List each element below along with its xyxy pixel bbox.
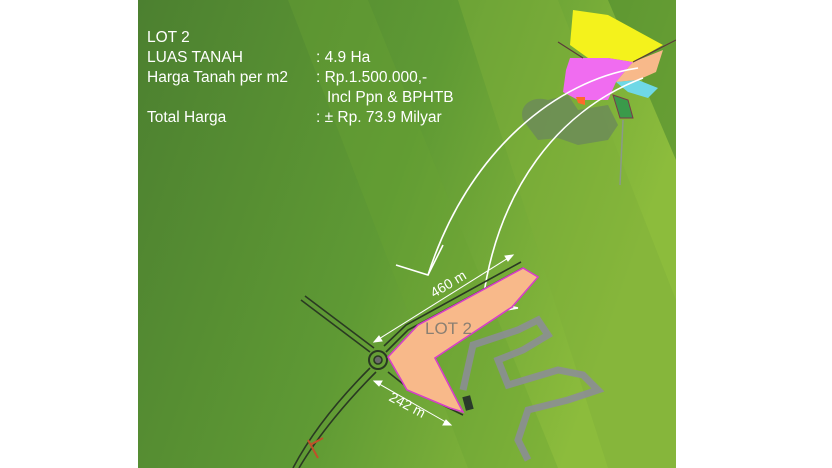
lot-title: LOT 2 (147, 29, 190, 46)
total-price-label: Total Harga (147, 109, 227, 126)
lot-label: LOT 2 (425, 319, 472, 338)
light-ray (458, 0, 676, 468)
land-area-value: : 4.9 Ha (316, 49, 371, 66)
total-price-value: : ± Rp. 73.9 Milyar (316, 109, 442, 126)
site-map: LOT 2 460 m 242 m (138, 0, 676, 468)
lot-info: LOT 2 LUAS TANAH : 4.9 Ha Harga Tanah per… (147, 28, 454, 128)
lot-2-parcel (387, 267, 540, 414)
price-note: Incl Ppn & BPHTB (327, 89, 454, 106)
land-area-label: LUAS TANAH (147, 49, 243, 66)
price-per-m2-value: : Rp.1.500.000,- (316, 69, 428, 86)
slide: LOT 2 460 m 242 m LOT 2 LUAS TANAH : 4.9 … (138, 0, 676, 468)
dimension-lines (372, 254, 515, 426)
yellow-lot (570, 10, 663, 62)
light-ray (288, 0, 558, 468)
race-track (459, 315, 605, 462)
price-per-m2-label: Harga Tanah per m2 (147, 69, 289, 86)
